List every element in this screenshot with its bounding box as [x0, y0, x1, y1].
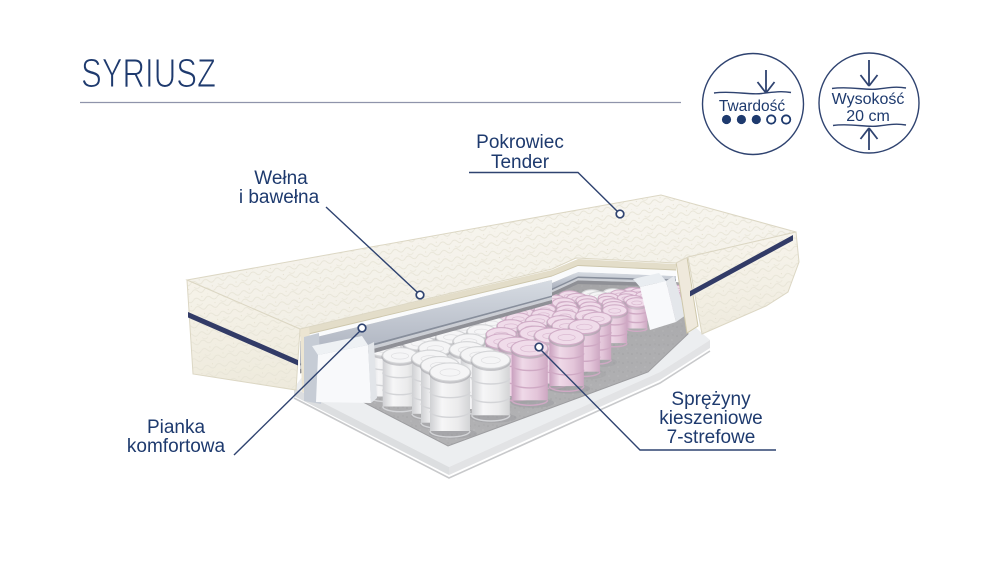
svg-text:Sprężyny: Sprężyny: [671, 389, 751, 410]
svg-text:komfortowa: komfortowa: [127, 436, 226, 457]
svg-text:Wysokość: Wysokość: [832, 91, 905, 108]
svg-text:Tender: Tender: [491, 152, 550, 173]
svg-text:20 cm: 20 cm: [846, 108, 890, 125]
svg-text:Twardość: Twardość: [719, 98, 786, 115]
svg-text:Pokrowiec: Pokrowiec: [476, 132, 564, 153]
svg-text:SYRIUSZ: SYRIUSZ: [81, 50, 216, 96]
svg-text:7-strefowe: 7-strefowe: [667, 427, 756, 448]
svg-text:Pianka: Pianka: [147, 417, 206, 438]
svg-text:Wełna: Wełna: [254, 168, 308, 189]
svg-text:kieszeniowe: kieszeniowe: [659, 408, 763, 429]
svg-text:i bawełna: i bawełna: [239, 187, 320, 208]
